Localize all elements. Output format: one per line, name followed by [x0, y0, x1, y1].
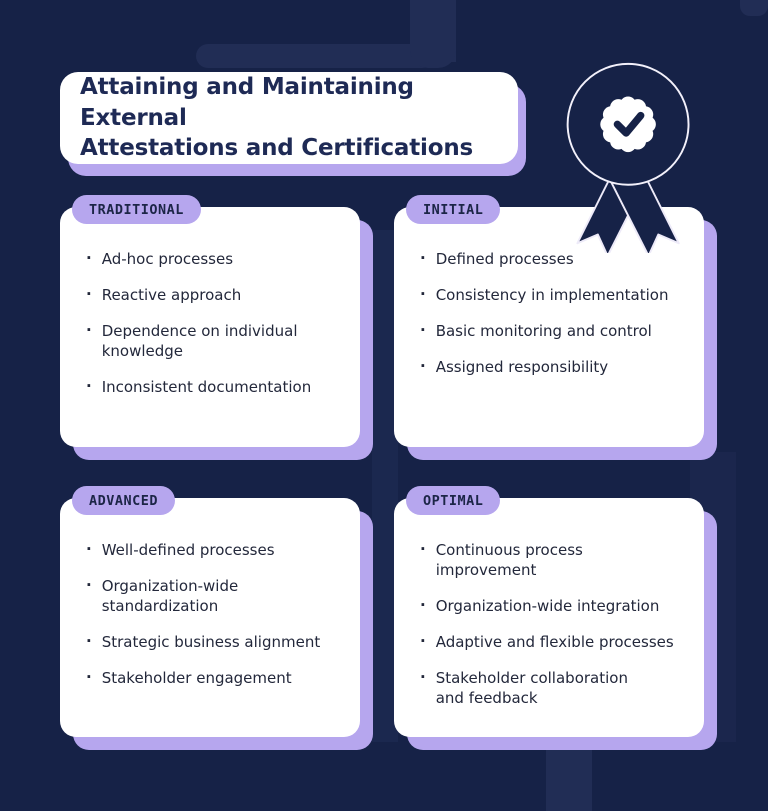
list-item: · Ad-hoc processes — [86, 249, 344, 269]
background-pipe — [740, 0, 768, 16]
background-pipe — [372, 230, 398, 742]
list-item-text: Well-defined processes — [101, 541, 275, 559]
advanced-list: · Well-defined processes · Organization-wid… — [86, 540, 344, 688]
list-item-text: Dependence on individual knowledge — [101, 322, 298, 361]
bullet-icon: · — [86, 321, 92, 340]
list-item: · Continuous process improvement — [420, 540, 688, 580]
bullet-icon: · — [86, 540, 92, 558]
page-title: Attaining and Maintaining External Attes… — [80, 74, 473, 162]
award-badge-icon — [566, 62, 690, 253]
card-label-optimal: OPTIMAL — [406, 486, 501, 516]
bullet-icon: · — [86, 632, 92, 651]
list-item: · Well-defined processes — [86, 540, 344, 560]
bullet-icon: · — [420, 632, 426, 651]
list-item: · Reactive approach — [86, 285, 344, 305]
list-item-text: Basic monitoring and control — [435, 322, 652, 341]
list-item: · Basic monitoring and control — [420, 321, 688, 341]
list-item-text: Organization-wide standardization — [101, 577, 239, 616]
list-item: · Assigned responsibility — [420, 357, 688, 377]
list-item-text: Defined processes — [435, 250, 574, 268]
list-item: · Organization-wide standardization — [86, 576, 344, 616]
list-item: · Adaptive and flexible processes — [420, 632, 688, 652]
list-item: · Strategic business alignment — [86, 632, 344, 652]
list-item-text: Reactive approach — [101, 286, 242, 305]
background-pipe — [410, 30, 456, 68]
list-item: · Defined processes — [420, 249, 688, 269]
card-traditional: TRADITIONAL · Ad-hoc processes · Reactive a… — [60, 195, 360, 447]
traditional-list: · Ad-hoc processes · Reactive approach · Depe… — [86, 249, 344, 397]
list-item-text: Continuous process improvement — [435, 541, 583, 580]
background-pipe — [196, 44, 434, 68]
seal-icon — [600, 96, 656, 153]
list-item: · Organization-wide integration — [420, 596, 688, 616]
list-item-text: Stakeholder collaboration and feedback — [435, 669, 628, 708]
card-label-advanced: ADVANCED — [72, 486, 176, 516]
background-pipe — [546, 744, 592, 811]
list-item-text: Strategic business alignment — [101, 633, 321, 652]
list-item: · Consistency in implementation — [420, 285, 688, 305]
bullet-icon: · — [420, 249, 426, 267]
bullet-icon: · — [86, 377, 92, 396]
optimal-list: · Continuous process improvement · Organiza… — [420, 540, 688, 709]
card-label-initial: INITIAL — [406, 195, 501, 225]
list-item: · Inconsistent documentation — [86, 377, 344, 397]
bullet-icon: · — [86, 668, 92, 687]
list-item-text: Ad-hoc processes — [101, 250, 234, 268]
check-icon — [613, 111, 645, 137]
bullet-icon: · — [86, 285, 92, 304]
list-item: · Stakeholder collaboration and feedback — [420, 668, 688, 708]
bullet-icon: · — [420, 540, 426, 558]
bullet-icon: · — [420, 321, 426, 340]
card-advanced: ADVANCED · Well-defined processes · Organiz… — [60, 486, 360, 737]
bullet-icon: · — [420, 357, 426, 376]
card-optimal: OPTIMAL ·Continuous process improvement·… — [394, 486, 704, 737]
list-item: · Stakeholder engagement — [86, 668, 344, 688]
card-label-traditional: TRADITIONAL — [72, 195, 201, 225]
list-item-text: Adaptive and flexible processes — [435, 633, 674, 652]
initial-list: · Defined processes · Consistency in implem… — [420, 249, 688, 377]
bullet-icon: · — [420, 285, 426, 304]
bullet-icon: · — [86, 576, 92, 595]
list-item-text: Stakeholder engagement — [101, 669, 292, 688]
bullet-icon: · — [420, 596, 426, 615]
list-item-text: Consistency in implementation — [435, 286, 669, 305]
bullet-icon: · — [420, 668, 426, 687]
list-item: · Dependence on individual knowledge — [86, 321, 344, 361]
title-card: Attaining and Maintaining External Attes… — [60, 72, 518, 164]
list-item-text: Organization-wide integration — [435, 597, 660, 616]
list-item-text: Assigned responsibility — [435, 358, 609, 377]
bullet-icon: · — [86, 249, 92, 267]
list-item-text: Inconsistent documentation — [101, 378, 312, 397]
